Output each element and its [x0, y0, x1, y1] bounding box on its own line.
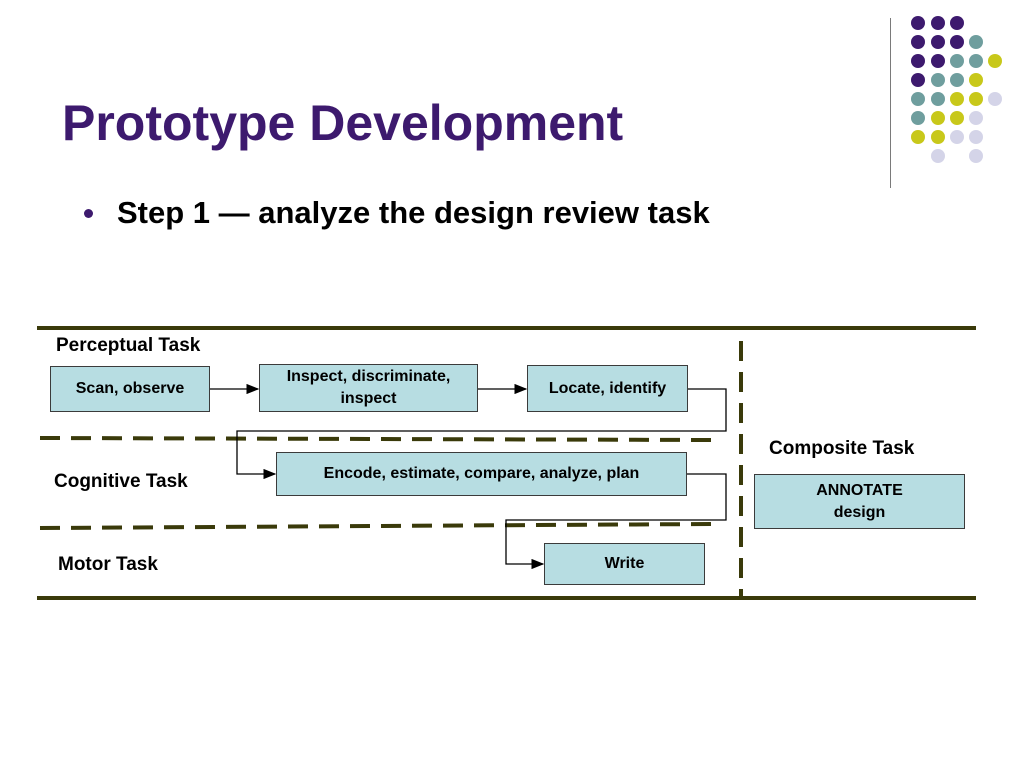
decor-dot: [931, 35, 945, 49]
decor-dot-grid: [911, 16, 1002, 163]
decor-dot: [969, 111, 983, 125]
decor-dot: [911, 111, 925, 125]
decor-dot: [969, 73, 983, 87]
decor-dot: [911, 73, 925, 87]
decor-dot: [950, 130, 964, 144]
arrow-encode-to-write: [505, 473, 727, 570]
arrow-locate-to-encode: [236, 388, 727, 480]
box-encode-estimate: Encode, estimate, compare, analyze, plan: [276, 452, 687, 496]
lane-divider-cognitive-motor: [39, 522, 713, 530]
decor-dot: [911, 92, 925, 106]
box-scan-observe: Scan, observe: [50, 366, 210, 412]
decor-dot: [911, 130, 925, 144]
decor-dot: [969, 92, 983, 106]
lane-divider-perceptual-cognitive: [39, 436, 713, 442]
box-annotate-design: ANNOTATE design: [754, 474, 965, 529]
decor-dot: [950, 92, 964, 106]
box-write: Write: [544, 543, 705, 585]
bullet-text: Step 1 — analyze the design review task: [117, 195, 710, 230]
decor-dot: [931, 149, 945, 163]
lane-label-composite: Composite Task: [769, 438, 915, 459]
decor-dot: [988, 92, 1002, 106]
decor-dot: [950, 35, 964, 49]
slide-title: Prototype Development: [62, 95, 624, 151]
lane-label-cognitive: Cognitive Task: [54, 471, 188, 492]
decor-dot: [911, 35, 925, 49]
decor-dot: [931, 54, 945, 68]
decor-dot: [931, 73, 945, 87]
decor-dot: [950, 16, 964, 30]
bullet-dot-icon: [84, 208, 93, 218]
decor-dot: [969, 130, 983, 144]
decor-dot: [950, 54, 964, 68]
decor-dot: [911, 16, 925, 30]
decor-dot: [969, 35, 983, 49]
decor-dot: [911, 54, 925, 68]
decor-dot: [950, 111, 964, 125]
lane-label-motor: Motor Task: [58, 554, 158, 575]
bullet-item: Step 1 — analyze the design review task: [84, 195, 710, 231]
box-locate-identify: Locate, identify: [527, 365, 688, 412]
decor-dot: [969, 54, 983, 68]
decor-divider-line: [890, 18, 891, 188]
decor-dot: [988, 54, 1002, 68]
decor-dot: [931, 130, 945, 144]
decor-dot: [950, 73, 964, 87]
decor-dot: [931, 16, 945, 30]
decor-dot: [969, 149, 983, 163]
lane-label-perceptual: Perceptual Task: [56, 335, 201, 356]
decor-dot: [931, 111, 945, 125]
decor-dot: [931, 92, 945, 106]
box-inspect-discriminate: Inspect, discriminate, inspect: [259, 364, 478, 412]
